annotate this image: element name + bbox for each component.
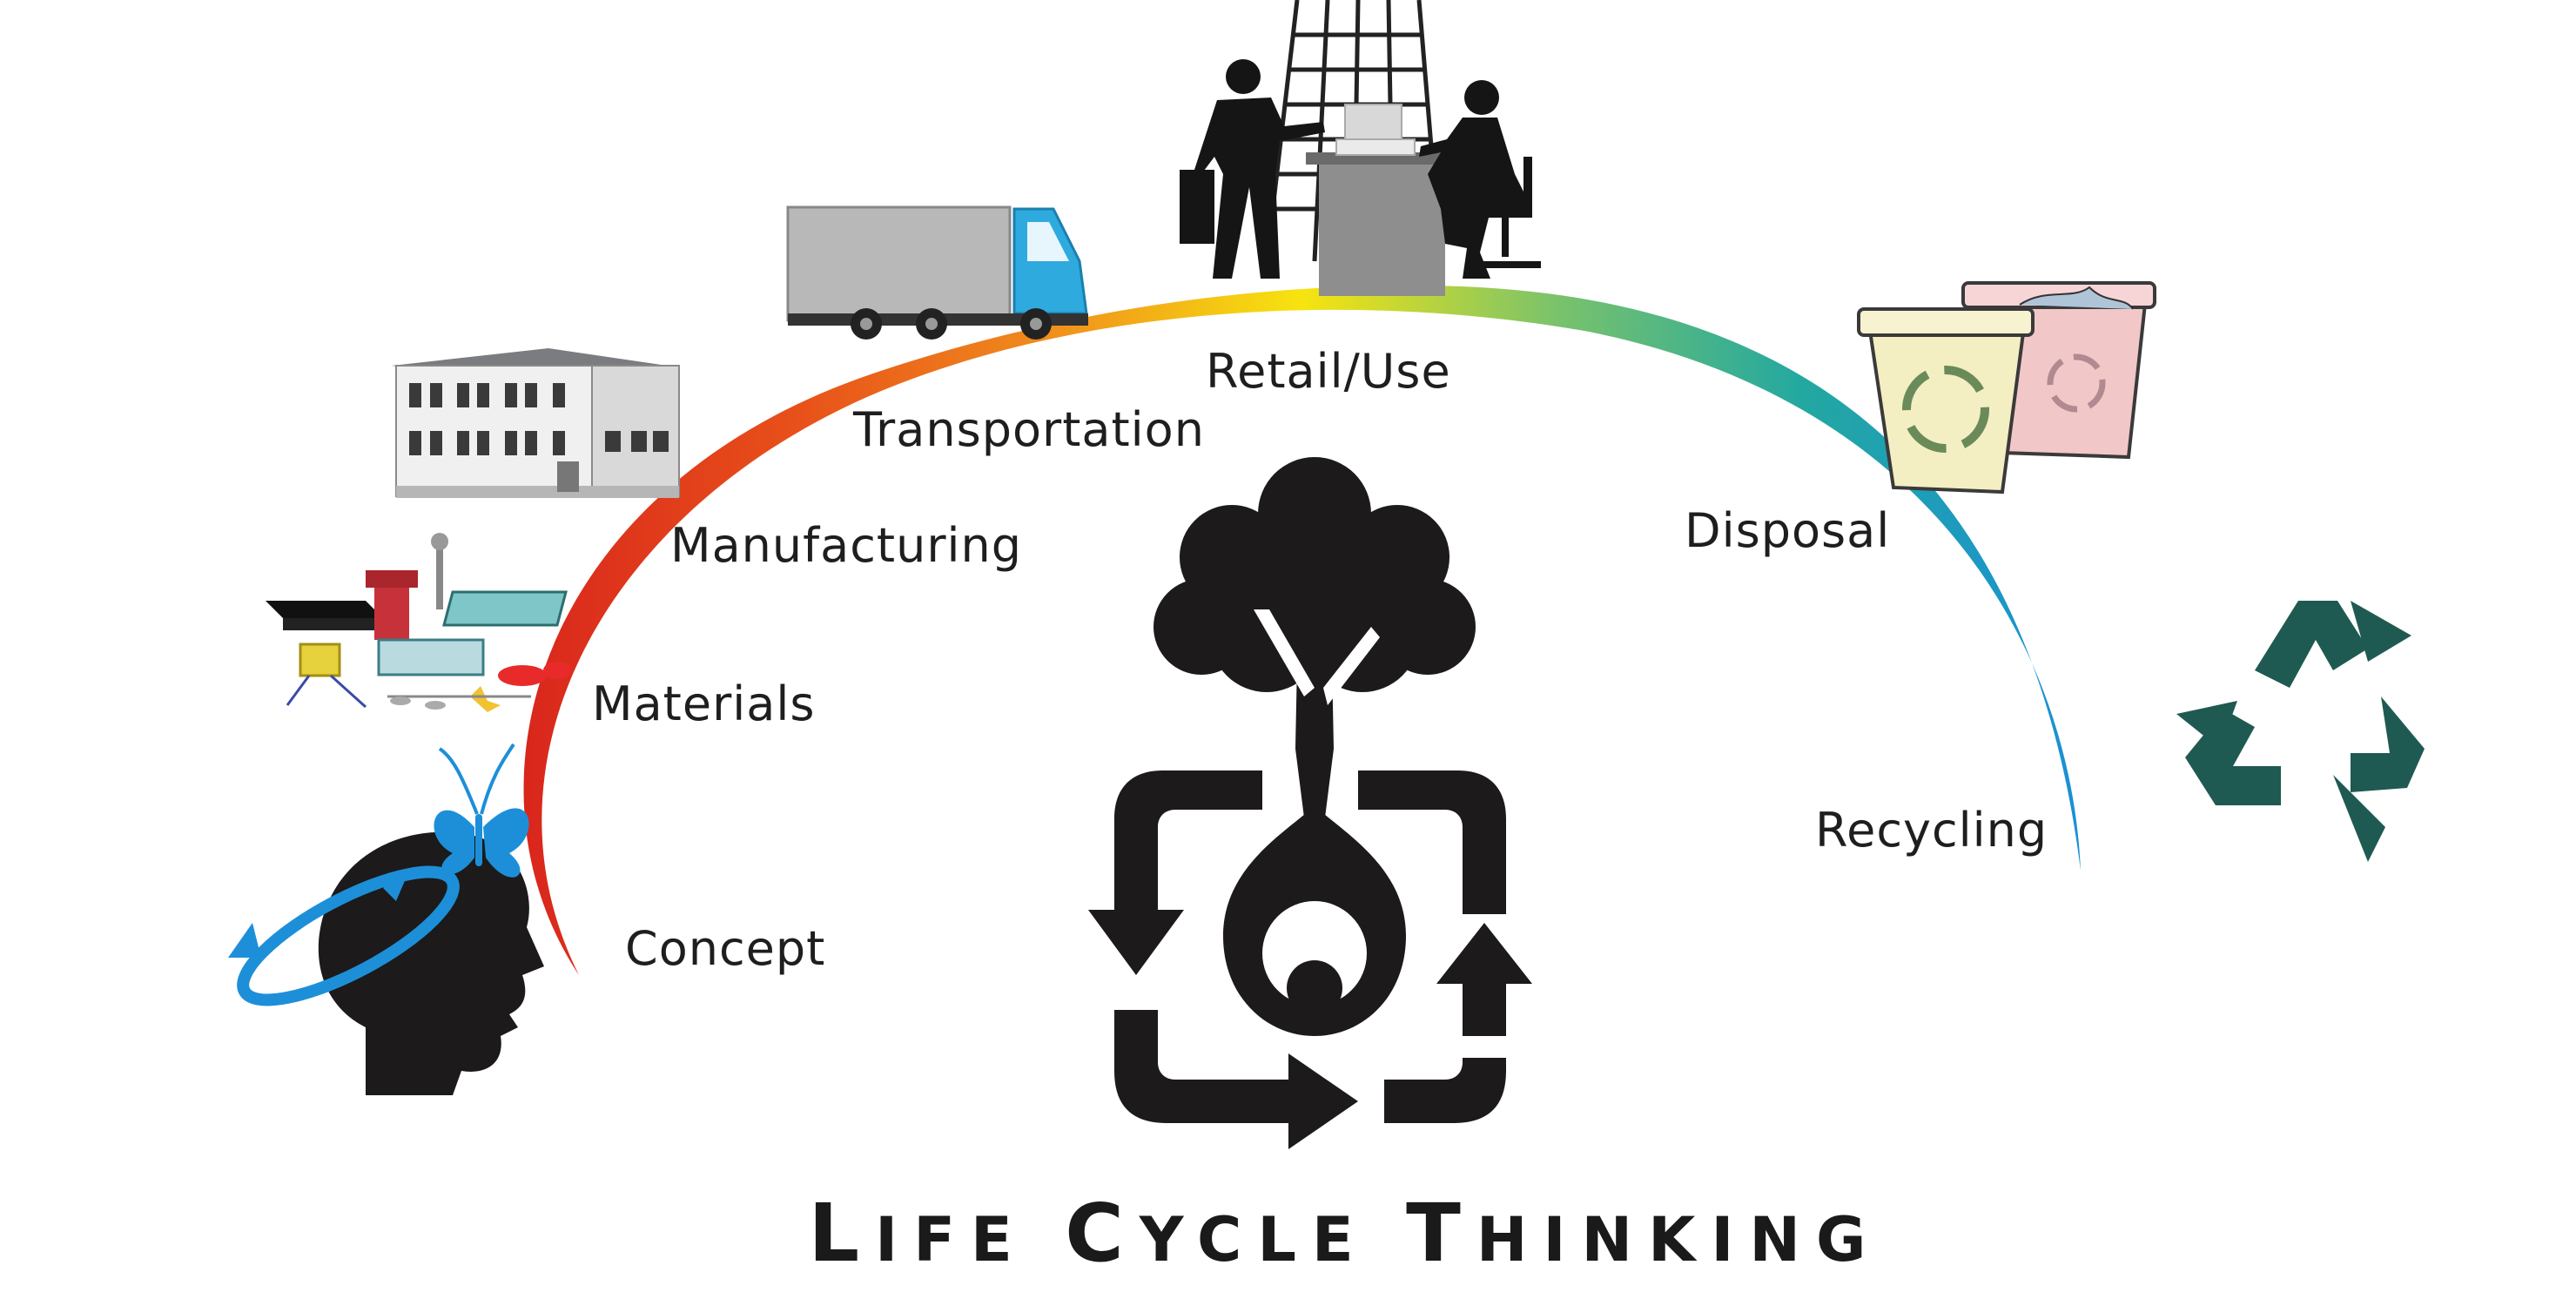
title-word-ife: IFE	[875, 1204, 1065, 1275]
cycle-frame-left-icon	[1088, 770, 1262, 975]
components-icon	[266, 533, 571, 712]
cycle-frame-bottom-left-icon	[1114, 1010, 1358, 1149]
title-word-ycle: YCLE	[1139, 1204, 1406, 1275]
office-desk-icon	[1306, 104, 1454, 296]
stage-label-retail-use: Retail/Use	[1206, 344, 1451, 399]
stage-label-materials: Materials	[592, 676, 816, 731]
title-word-hinking: HINKING	[1476, 1204, 1882, 1275]
butterfly-icon	[434, 743, 529, 878]
page-title: LIFE CYCLE THINKING	[809, 1187, 1882, 1280]
stage-label-disposal: Disposal	[1685, 503, 1890, 558]
cycle-frame-bottom-right-icon	[1384, 1058, 1506, 1123]
truck-icon	[786, 205, 1088, 340]
factory-building-icon	[392, 348, 680, 498]
title-initial-t: T	[1406, 1187, 1476, 1280]
recycling-bins-icon	[1857, 281, 2156, 495]
stage-label-concept: Concept	[625, 921, 825, 976]
tree-crown-icon	[1153, 457, 1476, 692]
cycle-frame-right-arrow-icon	[1436, 923, 1532, 1036]
title-initial-l: L	[809, 1187, 876, 1280]
shop-people-icon	[1180, 0, 1541, 296]
businessman-standing-icon	[1180, 59, 1325, 279]
stage-label-transportation: Transportation	[852, 402, 1205, 457]
title-initial-c: C	[1065, 1187, 1140, 1280]
cycle-frame-top-right-icon	[1358, 770, 1506, 914]
head-with-idea-icon	[228, 743, 544, 1095]
stage-label-recycling: Recycling	[1815, 803, 2048, 858]
stage-label-manufacturing: Manufacturing	[670, 518, 1022, 573]
businessman-sitting-icon	[1419, 80, 1541, 279]
tree-cycle-icon	[1088, 457, 1532, 1149]
recycle-symbol-icon	[2176, 601, 2425, 862]
